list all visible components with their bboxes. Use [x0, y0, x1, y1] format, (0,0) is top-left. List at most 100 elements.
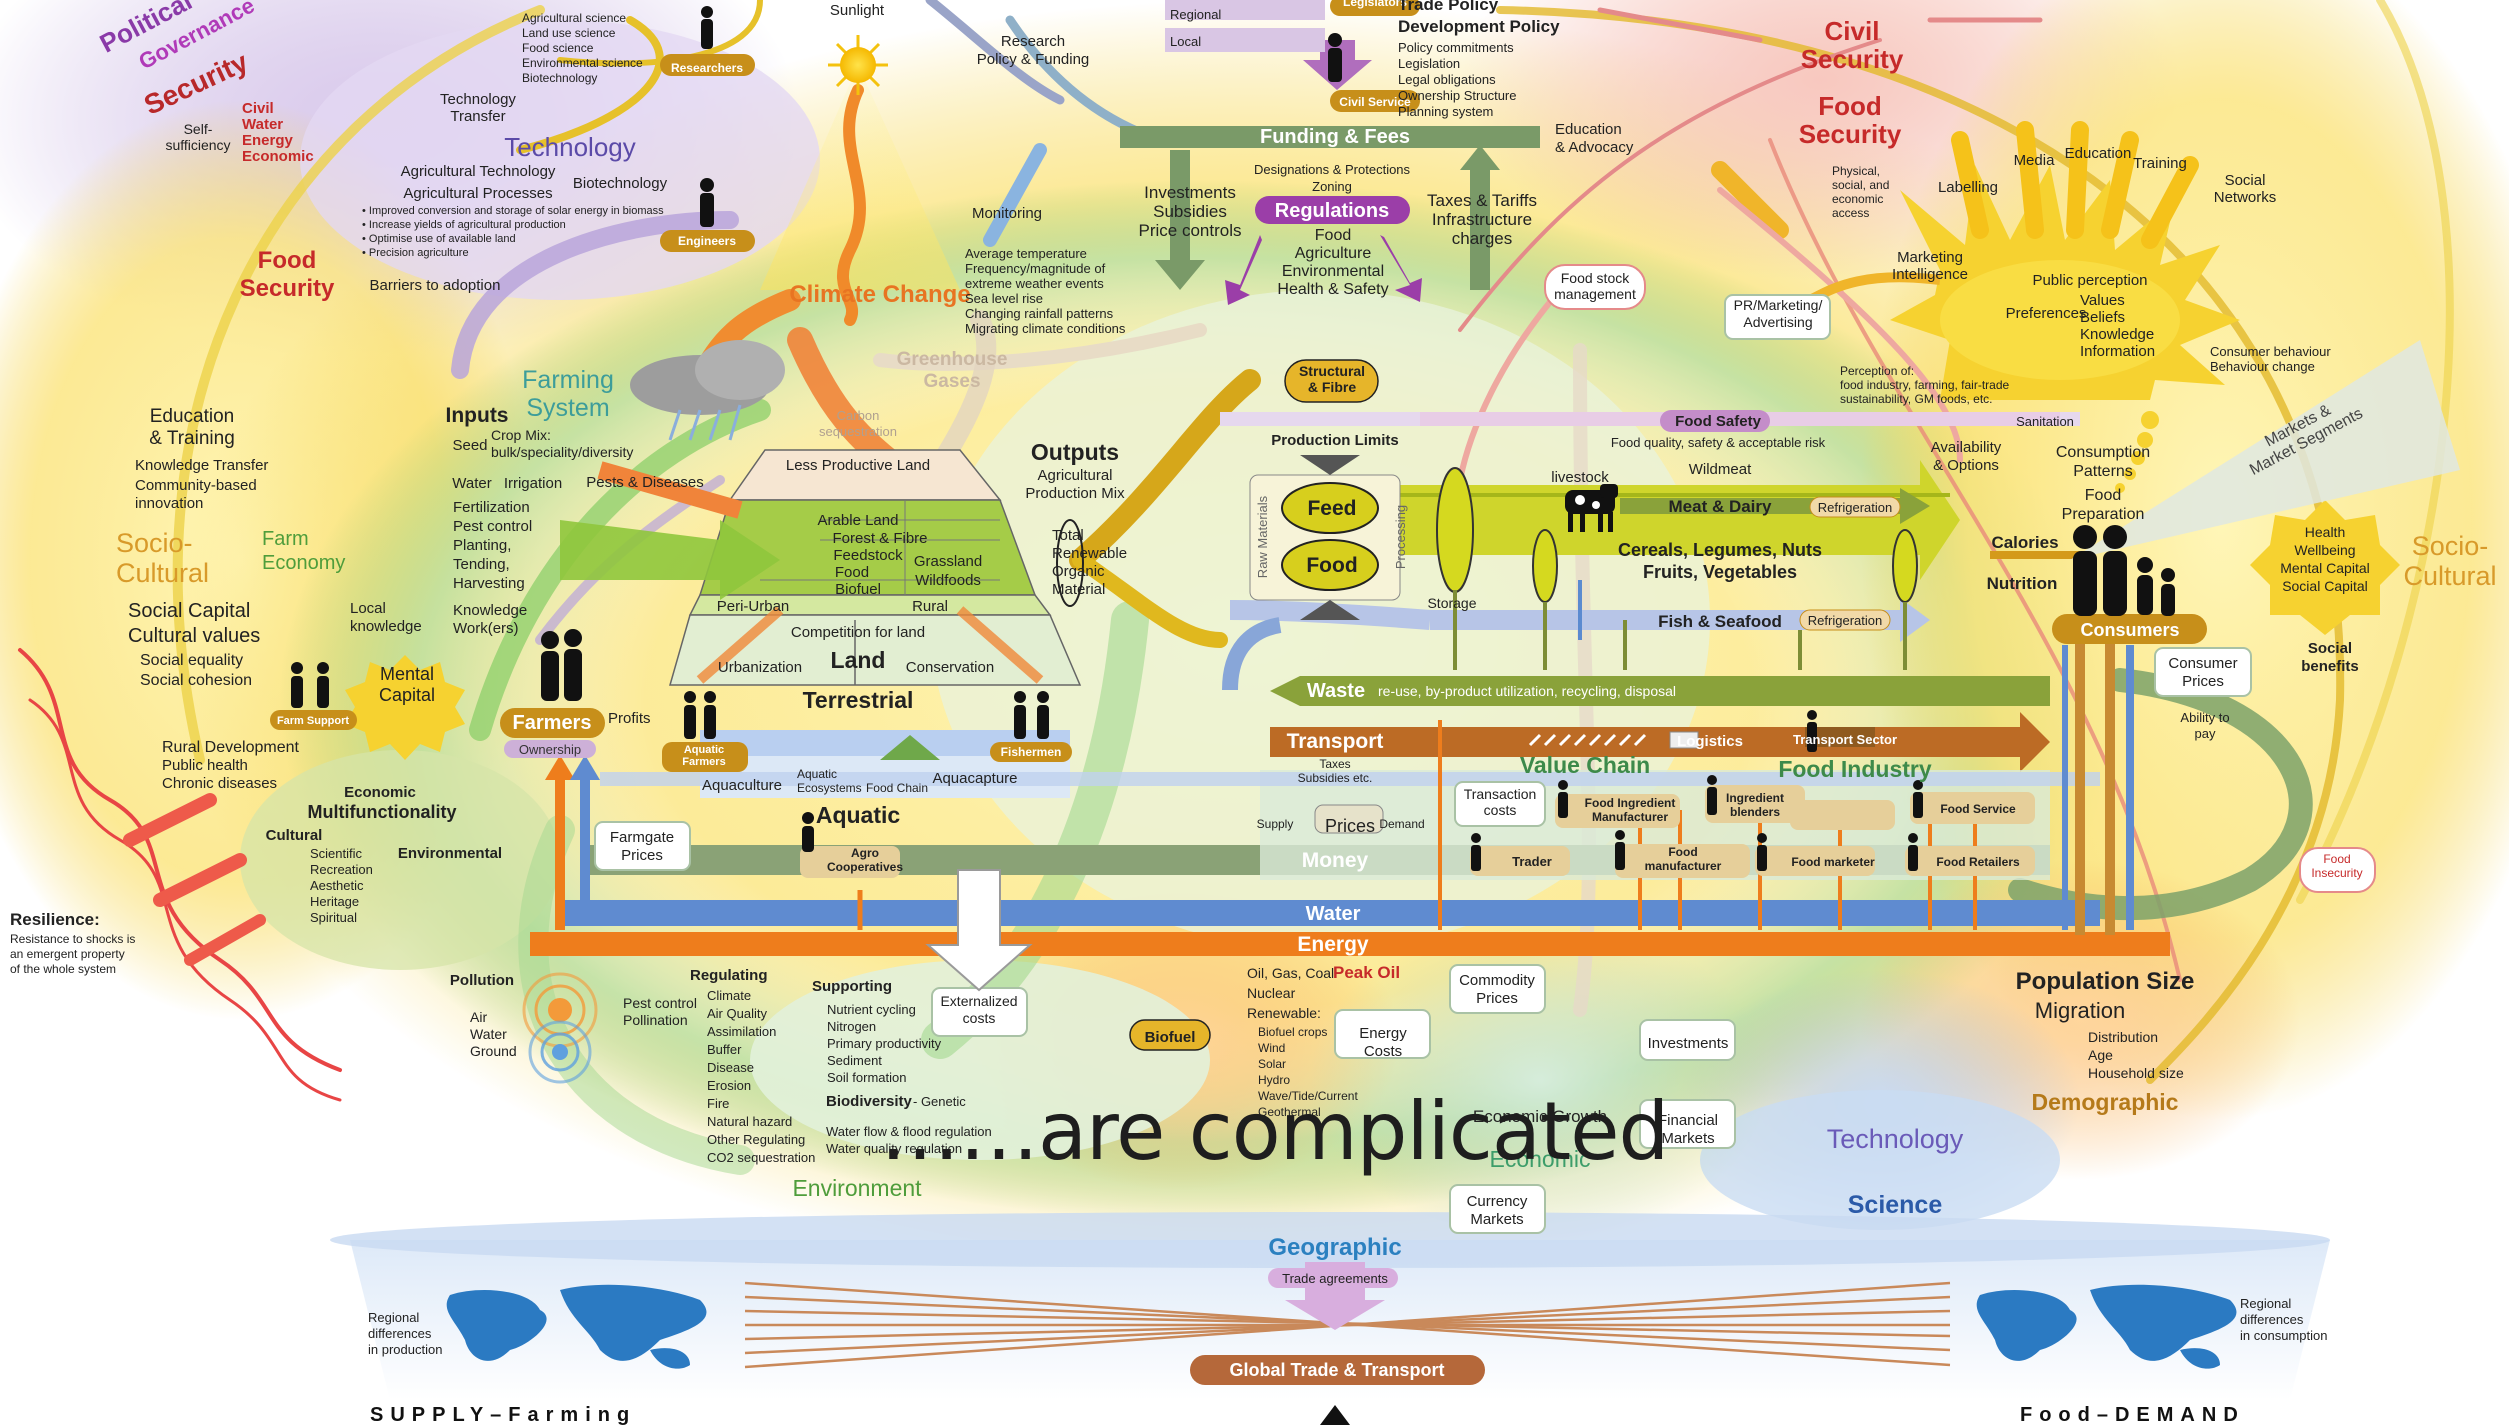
migration-label: Migration: [2035, 998, 2125, 1023]
climate-list-label-3: Sea level rise: [965, 291, 1043, 306]
calories-label: Calories: [1991, 533, 2058, 552]
climate-list-label-4: Changing rainfall patterns: [965, 306, 1114, 321]
funding-down-arrow: [1155, 150, 1205, 290]
truck-icon: [1528, 731, 1699, 749]
science-list-label-3: Environmental science: [522, 56, 643, 70]
taxes-up-arrow: [1470, 160, 1490, 290]
sunlight-label: Sunlight: [830, 2, 885, 19]
food-safety-label: Food Safety: [1675, 413, 1761, 430]
chronic-diseases-label: Chronic diseases: [162, 775, 277, 792]
farm-support-label: Farm Support: [277, 715, 349, 727]
science-list-label-1: Land use science: [522, 26, 616, 40]
transport-label: Transport: [1287, 730, 1384, 753]
values-list-label-2: Knowledge: [2080, 326, 2154, 343]
structural-fibre-label: Structural& Fibre: [1299, 363, 1365, 395]
forest-fibre-label: Forest & Fibre: [832, 530, 927, 547]
researcher-person-icon: [701, 6, 713, 49]
slide-caption: ……are complicated: [880, 1085, 1669, 1178]
researchers-label: Researchers: [671, 61, 743, 75]
supporting-list-label-0: Nutrient cycling: [827, 1002, 916, 1017]
total-output-list-label-1: Renewable: [1052, 545, 1127, 562]
climate-list-label-2: extreme weather events: [965, 276, 1104, 291]
food-marketer-label: Food marketer: [1791, 855, 1875, 869]
supporting-list-label-3: Sediment: [827, 1053, 882, 1068]
regulation-items-label-2: Environmental: [1282, 263, 1384, 280]
regulating-list-label-2: Assimilation: [707, 1024, 776, 1039]
health-items-label-0: Health: [2305, 524, 2345, 540]
supporting-list-label-1: Nitrogen: [827, 1019, 876, 1034]
value-chain-label: Value Chain: [1520, 752, 1650, 778]
regulating-list-label-0: Climate: [707, 988, 751, 1003]
education-label: Education: [2065, 145, 2132, 162]
water-quality-label: Water quality regulation: [826, 1141, 962, 1156]
biodiversity-label: Biodiversity: [826, 1093, 913, 1110]
climate-change-label: Climate Change: [789, 281, 970, 308]
land-label: Land: [831, 647, 886, 673]
cultural-items-label-0: Scientific: [310, 846, 363, 861]
policy-list-label-4: Planning system: [1398, 104, 1493, 119]
total-output-list-label-3: Material: [1052, 581, 1105, 598]
aquatic-farmer-person-icon: [684, 691, 716, 739]
population-list-label-1: Age: [2088, 1047, 2113, 1063]
nutrition-label: Nutrition: [1987, 574, 2058, 593]
demand-label: Demand: [1379, 817, 1424, 831]
renewable-label: Renewable:: [1247, 1005, 1321, 1021]
processing-label: Processing: [1393, 505, 1408, 569]
regulations-label: Regulations: [1275, 200, 1389, 222]
pr-marketing-label: PR/Marketing/Advertising: [1734, 297, 1823, 330]
development-policy-label: Development Policy: [1398, 17, 1560, 36]
trader-person-icon: [1471, 833, 1481, 871]
media-label: Media: [2014, 152, 2056, 169]
grassland-label: Grassland: [914, 553, 982, 570]
farmers-label: Farmers: [513, 712, 592, 734]
outputs-label: Outputs: [1031, 439, 1119, 465]
retailer-person-icon: [1908, 833, 1918, 871]
pollution-target-icon: [522, 972, 598, 1084]
ingredient-person-icon: [1558, 775, 1923, 818]
policy-list-label-2: Legal obligations: [1398, 72, 1496, 87]
irrigation-label: Irrigation: [504, 475, 562, 492]
monitoring-label: Monitoring: [972, 205, 1042, 222]
regulation-items-label-1: Agriculture: [1295, 245, 1372, 262]
markets-fan: [2070, 340, 2460, 560]
renewable-list-label-1: Wind: [1258, 1041, 1285, 1055]
economic-growth-label: Economic Growth: [1473, 1107, 1607, 1126]
competition-label: Competition for land: [791, 624, 925, 641]
trade-agreements-label: Trade agreements: [1282, 1271, 1388, 1286]
wildfoods-label: Wildfoods: [915, 572, 981, 589]
feed-label: Feed: [1307, 497, 1356, 520]
logistics-label: Logistics: [1677, 733, 1743, 750]
cultural-items-label-2: Aesthetic: [310, 878, 364, 893]
science-list-label-0: Agricultural science: [522, 11, 626, 25]
health-items-label-1: Wellbeing: [2294, 542, 2355, 558]
science-list-label-2: Food science: [522, 41, 594, 55]
trader-label: Trader: [1512, 854, 1552, 869]
food-output-label: Food: [835, 564, 869, 581]
demographic-label: Demographic: [2032, 1089, 2179, 1115]
ownership-label: Ownership: [519, 742, 581, 757]
regulating-list-label-8: Other Regulating: [707, 1132, 805, 1147]
biofuel-output-label: Biofuel: [835, 581, 881, 598]
input-list-label-3: Tending,: [453, 556, 510, 573]
axis-marker-icon: [1320, 1405, 1350, 1425]
seed-label: Seed: [452, 437, 487, 454]
waste-desc-label: re-use, by-product utilization, recyclin…: [1378, 683, 1676, 699]
waste-label: Waste: [1307, 680, 1365, 702]
